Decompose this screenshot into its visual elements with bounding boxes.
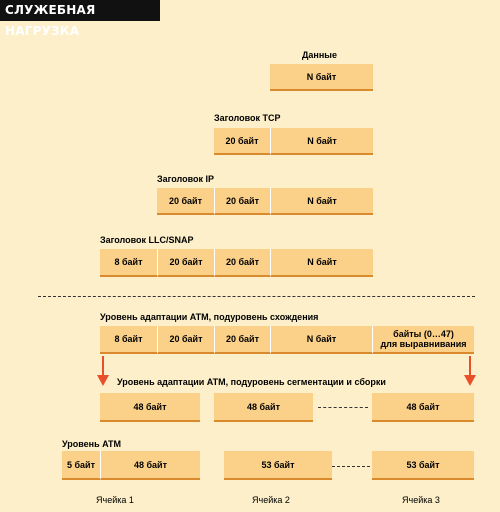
data-label: Данные [302,50,337,60]
cs-label: Уровень адаптации ATM, подуровень схожде… [100,312,319,322]
left-arrow-head [97,375,109,386]
llc-header-label: Заголовок LLC/SNAP [100,235,194,245]
figure-title: СЛУЖЕБНАЯ НАГРУЗКА [0,0,160,38]
tcp-payload-segment: N байт [270,128,373,155]
sar-ellipsis-dash [318,407,368,408]
tcp-header-label: Заголовок TCP [214,113,281,123]
sar-segment-3: 48 байт [372,393,474,422]
ip-header-segment: 20 байт [157,188,214,215]
sar-label: Уровень адаптации ATM, подуровень сегмен… [117,377,386,387]
right-arrow-head [464,375,476,386]
sar-segment-1: 48 байт [100,393,200,422]
ip-tcp-header-segment: 20 байт [214,188,270,215]
cs-ip-segment: 20 байт [157,326,214,354]
cell-2-caption: Ячейка 2 [252,495,290,505]
cs-tcp-segment: 20 байт [214,326,270,354]
atm-cell1-header: 5 байт [62,451,100,480]
cs-padding-segment: байты (0…47) для выравнивания [372,326,474,354]
ip-payload-segment: N байт [270,188,373,215]
llc-ip-segment: 20 байт [157,249,214,277]
llc-tcp-segment: 20 байт [214,249,270,277]
llc-header-segment: 8 байт [100,249,157,277]
atm-label: Уровень ATM [62,439,121,449]
data-payload-segment: N байт [270,64,373,91]
atm-cell3: 53 байт [372,451,474,480]
section-divider [38,296,475,297]
cell-1-caption: Ячейка 1 [96,495,134,505]
cs-payload-segment: N байт [270,326,372,354]
atm-cell2: 53 байт [224,451,332,480]
ip-header-label: Заголовок IP [157,174,215,184]
llc-payload-segment: N байт [270,249,373,277]
atm-ellipsis-dash [332,466,370,467]
cs-llc-segment: 8 байт [100,326,157,354]
sar-segment-2: 48 байт [214,393,313,422]
tcp-header-segment: 20 байт [214,128,270,155]
atm-cell1-payload: 48 байт [100,451,200,480]
cell-3-caption: Ячейка 3 [402,495,440,505]
